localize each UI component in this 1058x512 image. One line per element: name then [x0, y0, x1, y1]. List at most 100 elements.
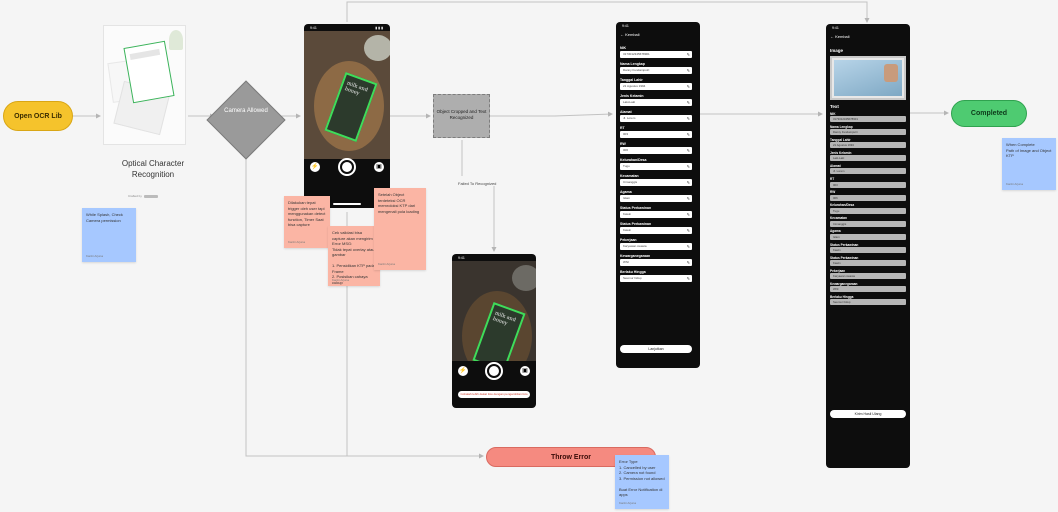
image-heading: Image	[830, 48, 844, 53]
shutter-button[interactable]	[485, 362, 503, 380]
edit-icon[interactable]: ✎	[686, 68, 690, 73]
camera-screen: 9:41 ▮▮▮ milk and honey ⚡ ▣	[304, 24, 390, 208]
field-input[interactable]: Kawin ✎	[620, 211, 692, 218]
field-value: Laki-Laki	[623, 100, 636, 104]
field-input[interactable]: Jl. Lorem ✎	[620, 115, 692, 122]
continue-button[interactable]: Lanjutkan	[620, 345, 692, 353]
note-text: When Complete Path of Image and Object K…	[1006, 142, 1052, 158]
field-input[interactable]: Karyawan swasta ✎	[620, 243, 692, 250]
edit-icon[interactable]: ✎	[686, 260, 690, 265]
field-value: Kawin	[623, 228, 632, 232]
fail-screen: 9:41 milk and honey ⚡ ▣ Cobalah lebih de…	[452, 254, 536, 408]
result-label: Jenis Kelamin	[830, 150, 852, 155]
edit-icon[interactable]: ✎	[686, 148, 690, 153]
note-text: Dilakukan tepat trigger oleh user tapi m…	[288, 200, 327, 227]
field-input[interactable]: 3173012345678901 ✎	[620, 51, 692, 58]
field-label: Status Perkawinan	[620, 206, 652, 210]
edit-icon[interactable]: ✎	[686, 212, 690, 217]
note-author: Kanbi Arjuna	[86, 253, 104, 258]
field-value: Kawin	[623, 212, 632, 216]
edit-icon[interactable]: ✎	[686, 276, 690, 281]
result-label: RW	[830, 190, 836, 195]
back-button[interactable]: ← Kembali	[830, 34, 850, 39]
shutter-button[interactable]	[338, 158, 356, 176]
field-value: Seumur hidup	[623, 276, 642, 280]
resend-button[interactable]: Kirim Hasil Ulang	[830, 410, 906, 418]
edit-icon[interactable]: ✎	[686, 196, 690, 201]
field-value: 3173012345678901	[623, 52, 650, 56]
gallery-icon[interactable]: ▣	[374, 162, 384, 172]
field-value: Jl. Lorem	[623, 116, 636, 120]
field-label: Status Perkawinan	[620, 222, 652, 226]
field-input[interactable]: 21 Agustus 1994✎	[620, 83, 692, 90]
field-input[interactable]: 003✎	[620, 131, 692, 138]
edit-icon[interactable]: ✎	[686, 228, 690, 233]
result-value: Kawin	[830, 260, 906, 267]
note-author: Kanbi Arjuna	[1006, 181, 1024, 186]
edit-icon[interactable]: ✎	[686, 244, 690, 249]
result-label: Kelurahan/Desa	[830, 203, 855, 208]
start-node: Open OCR Lib	[3, 101, 73, 131]
field-input[interactable]: Laki-Laki ✎	[620, 99, 692, 106]
result-value: Kawin	[830, 247, 906, 254]
field-label: Alamat	[620, 110, 632, 114]
field-label: Agama	[620, 190, 632, 194]
edit-icon[interactable]: ✎	[686, 180, 690, 185]
credit: Crafted by	[128, 194, 158, 198]
field-label: Pekerjaan	[620, 238, 637, 242]
sticky-note-complete: When Complete Path of Image and Object K…	[1002, 138, 1056, 190]
home-indicator	[333, 203, 361, 205]
field-input[interactable]: 006 ✎	[620, 147, 692, 154]
field-value: Karyawan swasta	[623, 244, 647, 248]
field-input[interactable]: Danny Fundamputri✎	[620, 67, 692, 74]
field-label: NIK	[620, 46, 627, 50]
field-label: Tanggal Lahir	[620, 78, 643, 82]
cover-image	[103, 25, 186, 145]
field-input[interactable]: Tugu ✎	[620, 163, 692, 170]
edit-icon[interactable]: ✎	[686, 164, 690, 169]
result-label: Tanggal Lahir	[830, 137, 851, 142]
error-message-button[interactable]: Cobalah lebih dekat foto dengan pengambi…	[458, 391, 530, 398]
sticky-note-error-message: Cek validasi bisa capture akan mengirim …	[328, 226, 380, 286]
status-time: 9:41	[458, 256, 465, 260]
process-node: Object Cropped and Text Recognized	[433, 94, 490, 138]
result-label: NIK	[830, 111, 836, 116]
edit-icon[interactable]: ✎	[686, 132, 690, 137]
result-value: 21 Agustus 1994	[830, 142, 906, 149]
field-input[interactable]: Kawin ✎	[620, 227, 692, 234]
field-input[interactable]: Seumur hidup ✎	[620, 275, 692, 282]
result-value: Jl. Lorem	[830, 168, 906, 175]
sticky-note-trigger: Dilakukan tepat trigger oleh user tapi m…	[284, 196, 330, 248]
edit-icon[interactable]: ✎	[686, 52, 690, 57]
credit-prefix: Crafted by	[128, 194, 142, 198]
edit-icon[interactable]: ✎	[686, 116, 690, 121]
camera-controls: ⚡ ▣	[304, 156, 390, 180]
back-button[interactable]: ← Kembali	[620, 32, 640, 37]
end-node: Completed	[951, 100, 1027, 127]
field-value: WNI	[623, 260, 629, 264]
field-input[interactable]: Cimanggis✎	[620, 179, 692, 186]
sticky-note-splash: While Splash, Check Camera permission Ka…	[82, 208, 136, 262]
camera-viewfinder: milk and honey	[304, 31, 390, 159]
field-value: 006	[623, 148, 629, 152]
sticky-note-object: Setelah Object terdeteksi OCR memroloksi…	[374, 188, 426, 270]
decision-node	[206, 80, 286, 160]
field-input[interactable]: Islam✎	[620, 195, 692, 202]
gallery-icon[interactable]: ▣	[520, 366, 530, 376]
result-label: Agama	[830, 229, 841, 234]
edit-icon[interactable]: ✎	[686, 84, 690, 89]
flash-icon[interactable]: ⚡	[458, 366, 468, 376]
note-text: Setelah Object terdeteksi OCR memroloksi…	[378, 192, 420, 214]
edit-icon[interactable]: ✎	[686, 100, 690, 105]
result-label: RT	[830, 177, 835, 182]
result-label: Berlaku Hingga	[830, 294, 854, 299]
field-value: Tugu	[623, 164, 630, 168]
result-value: 3173012345678901	[830, 116, 906, 123]
note-text: While Splash, Check Camera permission	[86, 212, 125, 223]
field-label: Kecamatan	[620, 174, 639, 178]
field-input[interactable]: WNI ✎	[620, 259, 692, 266]
flash-icon[interactable]: ⚡	[310, 162, 320, 172]
